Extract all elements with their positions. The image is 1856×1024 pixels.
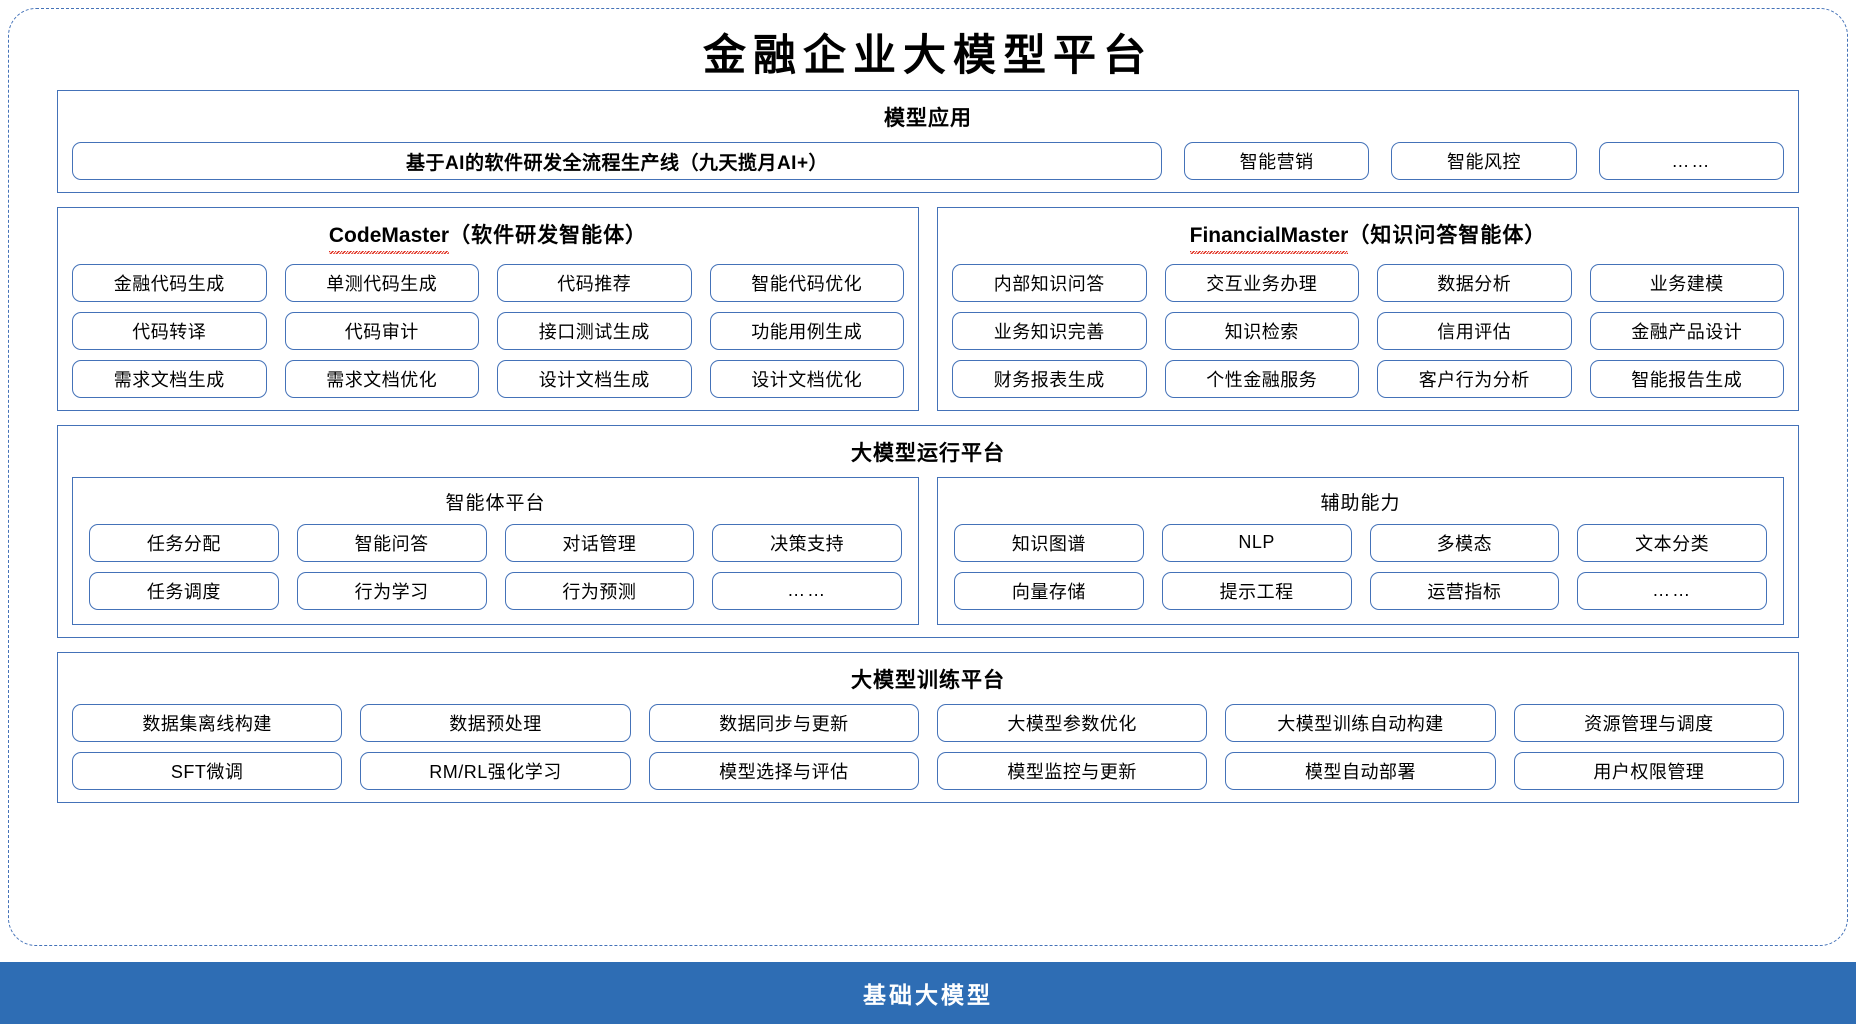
financial-master-cn-title: （知识问答智能体） [1348,224,1547,248]
chip-financial-master-0[interactable]: 内部知识问答 [952,263,1147,302]
chip-training-1[interactable]: 数据预处理 [360,704,631,743]
section-training-platform-title: 大模型训练平台 [851,668,1005,692]
chip-financial-master-7[interactable]: 金融产品设计 [1589,311,1784,350]
chip-training-9[interactable]: 模型监控与更新 [937,752,1208,791]
app-chip-smart-risk-control[interactable]: 智能风控 [1391,142,1577,181]
chip-assist-5[interactable]: 提示工程 [1161,571,1352,610]
code-master-latin-title: CodeMaster [328,222,450,254]
chip-assist-3[interactable]: 文本分类 [1577,523,1767,562]
chip-financial-master-9[interactable]: 个性金融服务 [1164,359,1359,398]
code-master-items: 金融代码生成 单测代码生成 代码推荐 智能代码优化 代码转译 代码审计 接口测试… [72,263,904,398]
chip-code-master-5[interactable]: 代码审计 [284,311,479,350]
code-master-cn-title: （软件研发智能体） [449,224,648,248]
section-financial-master-title: FinancialMaster（知识问答智能体） [952,218,1784,263]
section-training-platform: 大模型训练平台 数据集离线构建 数据预处理 数据同步与更新 大模型参数优化 大模… [57,651,1799,804]
chip-training-4[interactable]: 大模型训练自动构建 [1225,704,1496,743]
chip-training-5[interactable]: 资源管理与调度 [1513,704,1784,743]
section-base-model: 基础大模型 [0,962,1856,1024]
chip-assist-more[interactable]: …… [1577,571,1767,610]
chip-financial-master-3[interactable]: 业务建模 [1589,263,1784,302]
section-runtime-platform: 大模型运行平台 智能体平台 任务分配 智能问答 对话管理 决策支持 任务调度 行… [57,424,1799,638]
base-model-label: 基础大模型 [863,982,993,1008]
chip-code-master-11[interactable]: 设计文档优化 [709,359,904,398]
chip-agent-platform-5[interactable]: 行为学习 [296,571,487,610]
section-model-application: 模型应用 基于AI的软件研发全流程生产线（九天揽月AI+） 智能营销 智能风控 … [57,90,1799,194]
chip-code-master-9[interactable]: 需求文档优化 [284,359,479,398]
subsection-agent-platform-title: 智能体平台 [445,492,546,514]
chip-agent-platform-4[interactable]: 任务调度 [89,571,279,610]
chip-training-8[interactable]: 模型选择与评估 [648,752,919,791]
chip-code-master-1[interactable]: 单测代码生成 [284,263,479,302]
chip-assist-2[interactable]: 多模态 [1369,523,1560,562]
chip-agent-platform-more[interactable]: …… [712,571,902,610]
subsection-agent-platform: 智能体平台 任务分配 智能问答 对话管理 决策支持 任务调度 行为学习 行为预测… [72,476,919,625]
chip-training-11[interactable]: 用户权限管理 [1513,752,1784,791]
model-application-items: 基于AI的软件研发全流程生产线（九天揽月AI+） 智能营销 智能风控 …… [72,142,1784,181]
section-model-application-title: 模型应用 [884,107,972,130]
runtime-inner-panels: 智能体平台 任务分配 智能问答 对话管理 决策支持 任务调度 行为学习 行为预测… [72,476,1784,625]
subsection-assist-capability-title: 辅助能力 [1320,492,1401,514]
subsection-assist-capability: 辅助能力 知识图谱 NLP 多模态 文本分类 向量存储 提示工程 运营指标 …… [937,476,1784,625]
chip-assist-6[interactable]: 运营指标 [1369,571,1560,610]
app-chip-more[interactable]: …… [1598,142,1784,181]
chip-assist-0[interactable]: 知识图谱 [954,523,1144,562]
page-title: 金融企业大模型平台 [703,33,1153,80]
financial-master-latin-title: FinancialMaster [1189,222,1349,254]
chip-code-master-10[interactable]: 设计文档生成 [497,359,692,398]
chip-agent-platform-6[interactable]: 行为预测 [504,571,695,610]
chip-financial-master-2[interactable]: 数据分析 [1377,263,1572,302]
chip-code-master-7[interactable]: 功能用例生成 [709,311,904,350]
chip-assist-1[interactable]: NLP [1161,523,1352,562]
section-runtime-platform-title: 大模型运行平台 [851,441,1005,465]
section-code-master: CodeMaster（软件研发智能体） 金融代码生成 单测代码生成 代码推荐 智… [57,207,919,411]
chip-financial-master-5[interactable]: 知识检索 [1164,311,1359,350]
assist-capability-items: 知识图谱 NLP 多模态 文本分类 向量存储 提示工程 运营指标 …… [954,523,1767,610]
chip-training-3[interactable]: 大模型参数优化 [937,704,1208,743]
agent-platform-items: 任务分配 智能问答 对话管理 决策支持 任务调度 行为学习 行为预测 …… [89,523,902,610]
app-chip-ai-pipeline[interactable]: 基于AI的软件研发全流程生产线（九天揽月AI+） [72,142,1162,181]
chip-training-7[interactable]: RM/RL强化学习 [360,752,631,791]
chip-training-10[interactable]: 模型自动部署 [1225,752,1496,791]
chip-training-0[interactable]: 数据集离线构建 [72,704,343,743]
financial-master-items: 内部知识问答 交互业务办理 数据分析 业务建模 业务知识完善 知识检索 信用评估… [952,263,1784,398]
chip-code-master-4[interactable]: 代码转译 [72,311,267,350]
chip-agent-platform-0[interactable]: 任务分配 [89,523,279,562]
chip-code-master-3[interactable]: 智能代码优化 [709,263,904,302]
app-chip-smart-marketing[interactable]: 智能营销 [1184,142,1370,181]
chip-agent-platform-3[interactable]: 决策支持 [712,523,902,562]
chip-code-master-6[interactable]: 接口测试生成 [497,311,692,350]
chip-code-master-0[interactable]: 金融代码生成 [72,263,267,302]
platform-outer-frame: 金融企业大模型平台 模型应用 基于AI的软件研发全流程生产线（九天揽月AI+） … [8,8,1848,946]
chip-financial-master-6[interactable]: 信用评估 [1377,311,1572,350]
agents-row: CodeMaster（软件研发智能体） 金融代码生成 单测代码生成 代码推荐 智… [57,207,1799,411]
chip-agent-platform-2[interactable]: 对话管理 [504,523,695,562]
chip-financial-master-8[interactable]: 财务报表生成 [952,359,1147,398]
training-platform-items: 数据集离线构建 数据预处理 数据同步与更新 大模型参数优化 大模型训练自动构建 … [72,704,1784,791]
chip-code-master-8[interactable]: 需求文档生成 [72,359,267,398]
chip-code-master-2[interactable]: 代码推荐 [497,263,692,302]
chip-agent-platform-1[interactable]: 智能问答 [296,523,487,562]
section-financial-master: FinancialMaster（知识问答智能体） 内部知识问答 交互业务办理 数… [937,207,1799,411]
chip-assist-4[interactable]: 向量存储 [954,571,1144,610]
chip-training-6[interactable]: SFT微调 [72,752,343,791]
chip-financial-master-11[interactable]: 智能报告生成 [1589,359,1784,398]
chip-financial-master-1[interactable]: 交互业务办理 [1164,263,1359,302]
section-code-master-title: CodeMaster（软件研发智能体） [72,218,904,263]
chip-financial-master-4[interactable]: 业务知识完善 [952,311,1147,350]
chip-training-2[interactable]: 数据同步与更新 [648,704,919,743]
chip-financial-master-10[interactable]: 客户行为分析 [1377,359,1572,398]
